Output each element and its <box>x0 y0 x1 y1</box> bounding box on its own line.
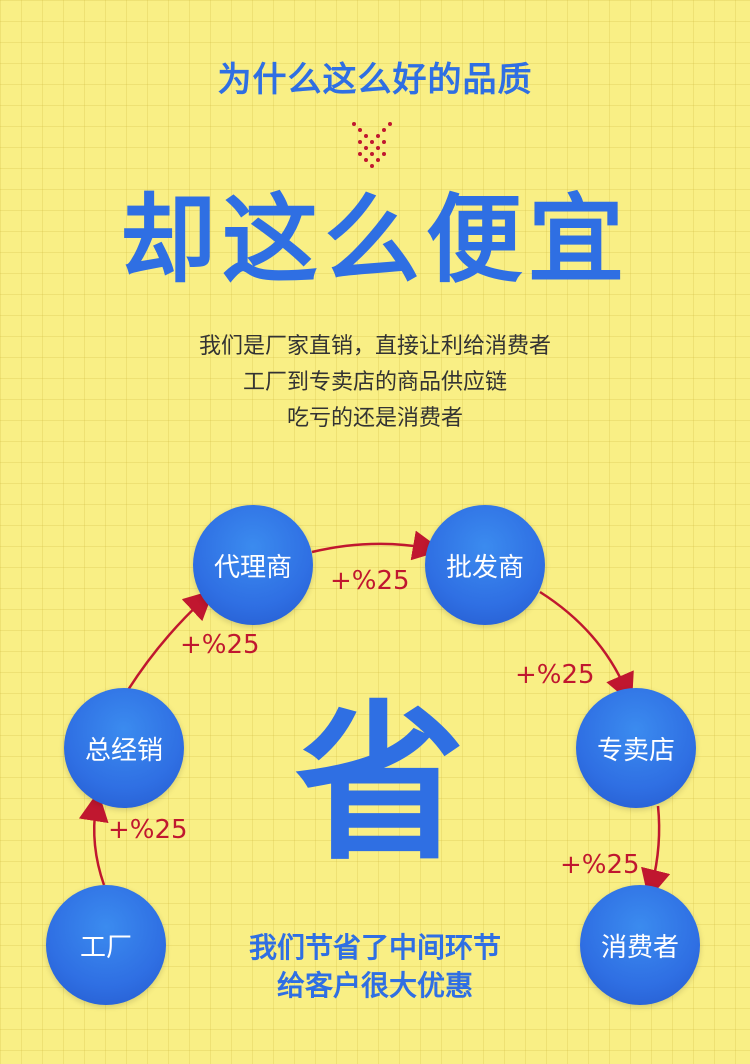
markup-label: +%25 <box>515 660 595 690</box>
header-question: 为什么这么好的品质 <box>217 60 533 100</box>
description-line: 吃亏的还是消费者 <box>286 406 463 431</box>
arrow-store-to-consumer <box>641 805 671 900</box>
description-line: 我们是厂家直销，直接让利给消费者 <box>198 334 551 359</box>
node-wholesaler: 批发商 <box>425 505 545 625</box>
footer-line: 我们节省了中间环节 <box>248 931 501 964</box>
footer-line: 给客户很大优惠 <box>276 969 473 1002</box>
markup-label: +%25 <box>108 815 188 845</box>
arrow-distributor-to-agent <box>126 589 214 691</box>
description-line: 工厂到专卖店的商品供应链 <box>242 370 507 395</box>
markup-label: +%25 <box>180 630 260 660</box>
node-consumer: 消费者 <box>580 885 700 1005</box>
headline: 却这么便宜 <box>120 184 630 296</box>
node-store: 专卖店 <box>576 688 696 808</box>
center-save-char: 省 <box>294 686 465 884</box>
node-distributor: 总经销 <box>64 688 184 808</box>
node-factory: 工厂 <box>46 885 166 1005</box>
arrow-factory-to-distributor <box>78 791 109 886</box>
markup-label: +%25 <box>330 566 410 596</box>
arrow-wholesaler-to-store <box>539 590 634 704</box>
node-agent: 代理商 <box>193 505 313 625</box>
arrow-agent-to-wholesaler <box>311 530 443 561</box>
markup-label: +%25 <box>560 850 640 880</box>
